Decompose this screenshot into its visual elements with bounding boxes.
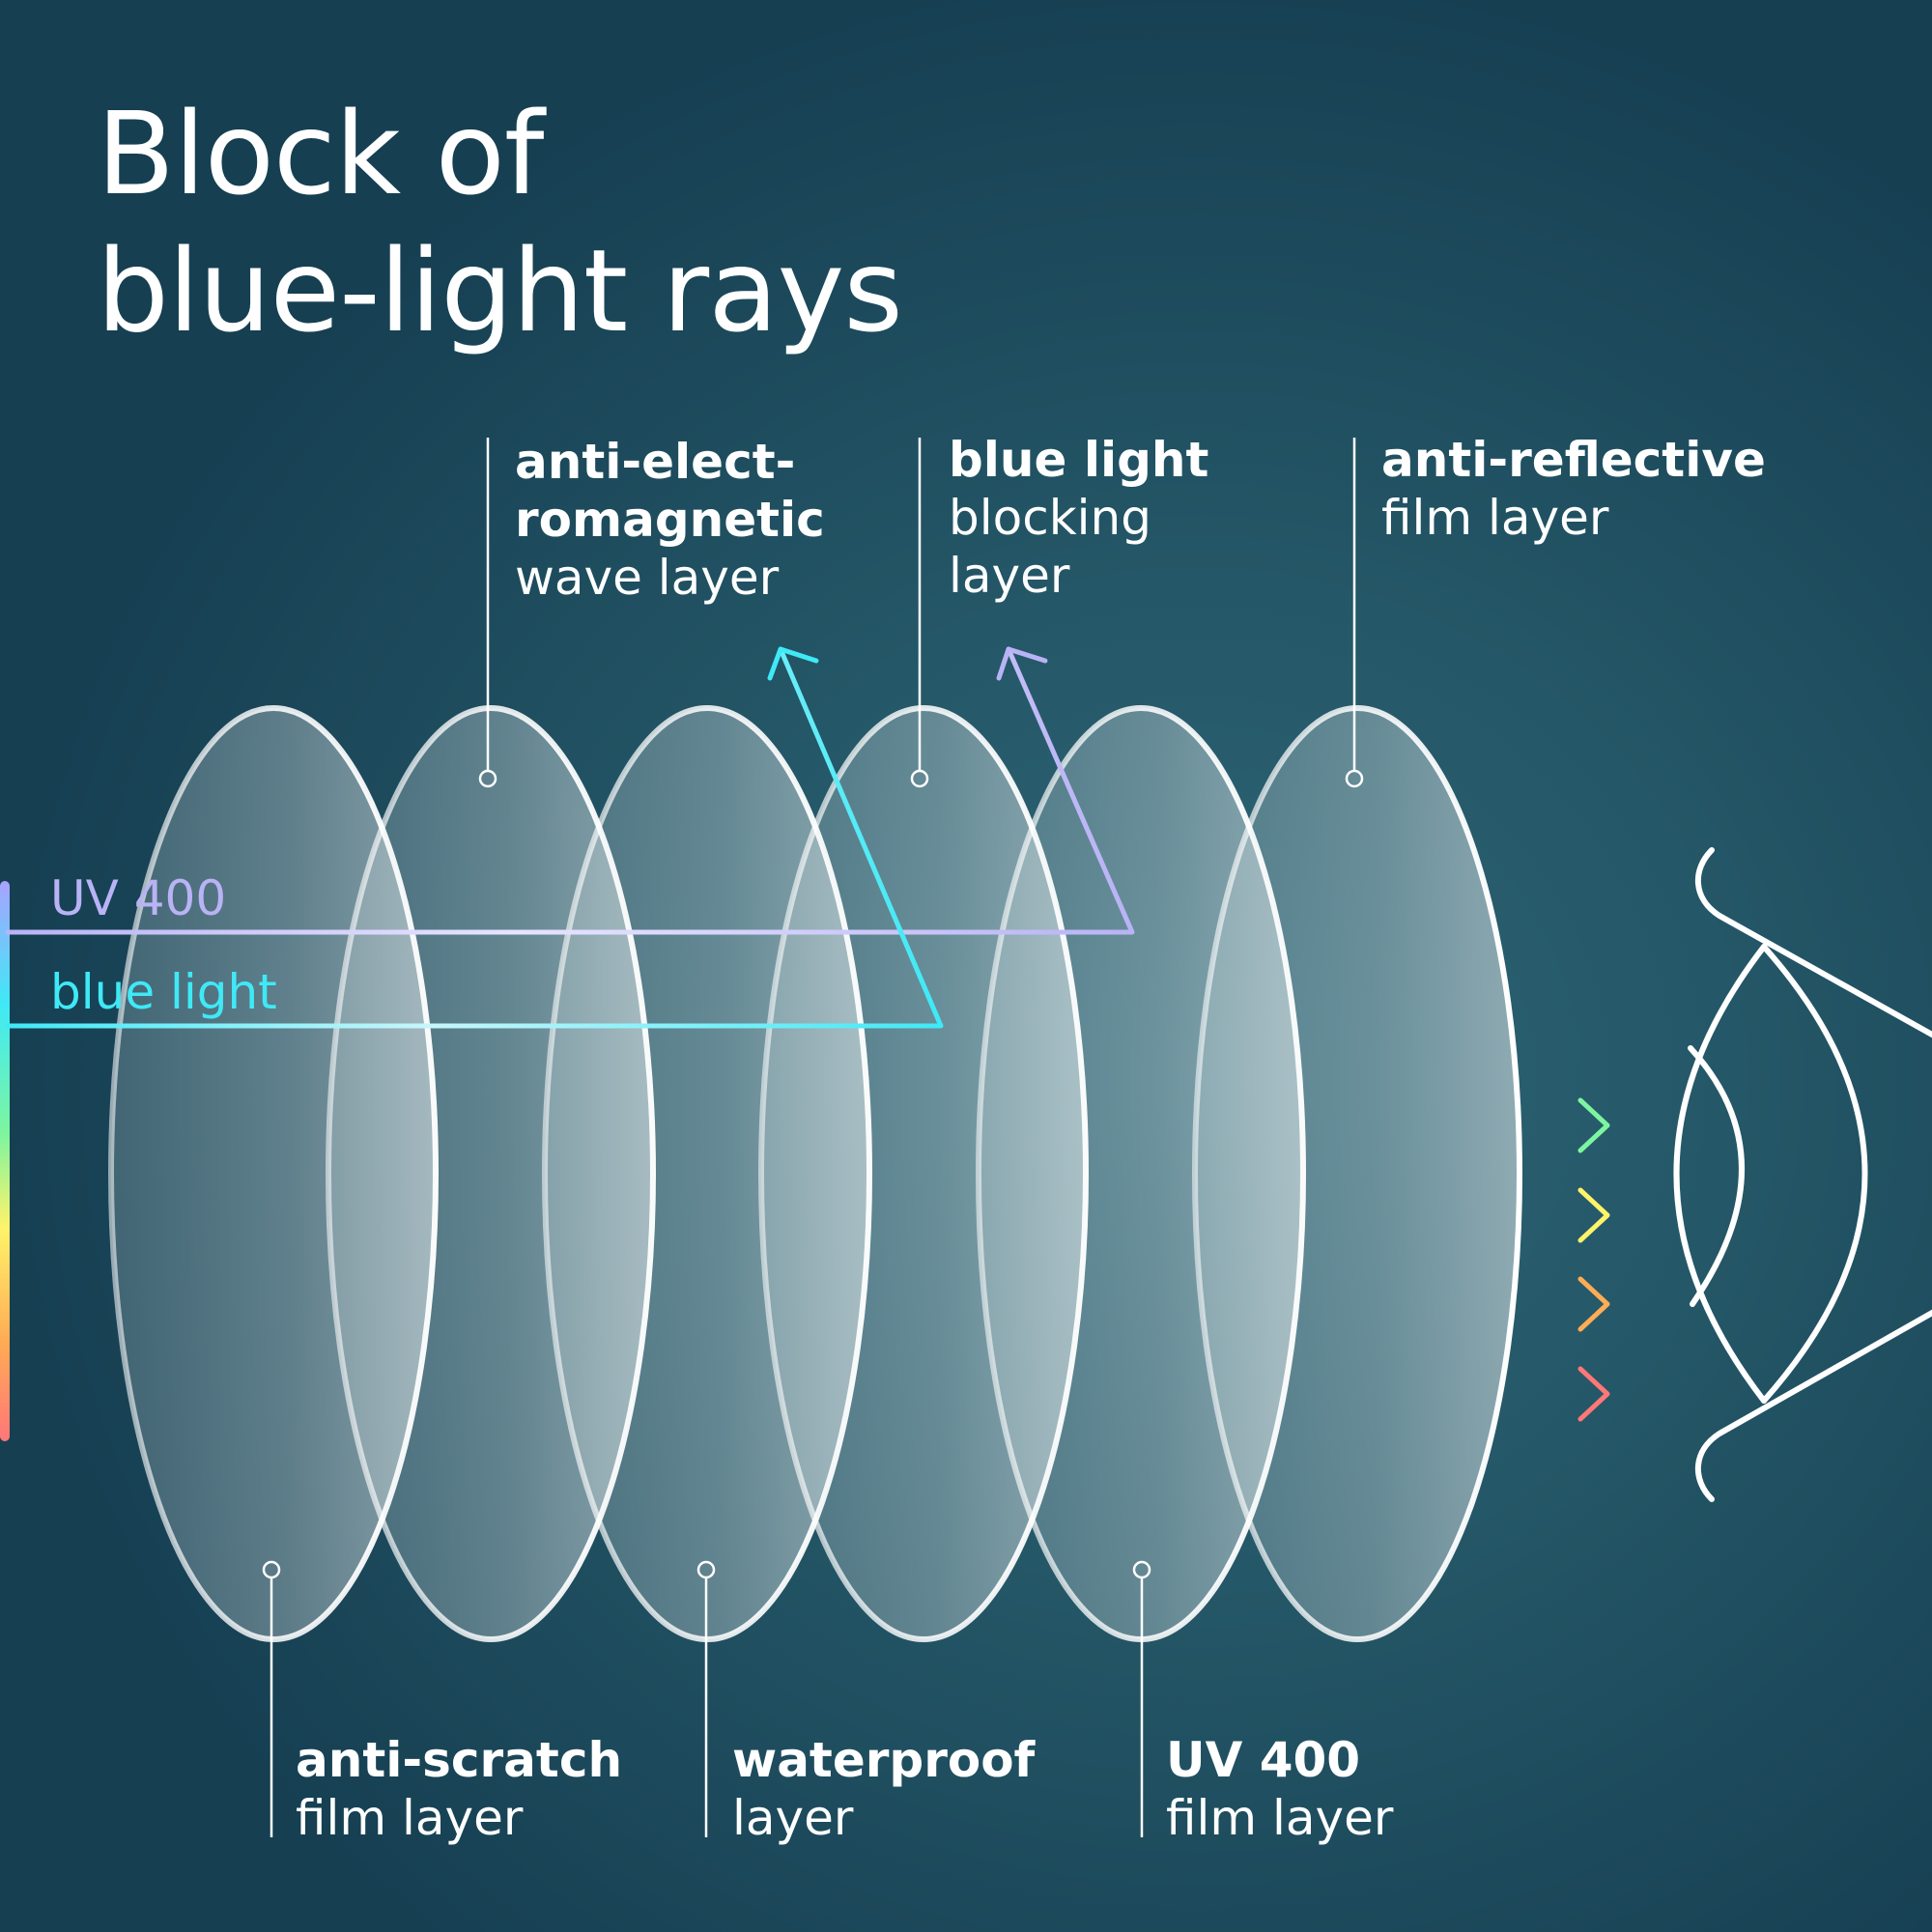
lens-stack bbox=[108, 705, 1522, 1642]
eye-icon bbox=[1673, 847, 1932, 1502]
leader-dot-uv400 bbox=[1132, 1560, 1151, 1579]
label-uv400-film-line1: UV 400 bbox=[1166, 1732, 1361, 1788]
label-uv400-film: UV 400 film layer bbox=[1166, 1731, 1393, 1847]
label-anti-electromagnetic-line2: romagnetic bbox=[515, 492, 825, 548]
arrow-head-uv400 bbox=[996, 646, 1048, 681]
label-anti-electromagnetic-line1: anti-elect- bbox=[515, 434, 796, 490]
leader-dot-anti-scratch bbox=[262, 1560, 281, 1579]
spectrum-bar bbox=[0, 881, 10, 1441]
title-line-1: Block of bbox=[97, 87, 544, 220]
label-waterproof-line2: layer bbox=[732, 1790, 854, 1846]
label-anti-reflective: anti-reflective film layer bbox=[1381, 431, 1766, 547]
arrow-head-blue-light bbox=[767, 646, 819, 681]
arrow-head-red bbox=[1577, 1366, 1610, 1422]
label-blue-light-blocking-line1: blue light bbox=[949, 432, 1209, 488]
lens-anti-reflective bbox=[1192, 705, 1522, 1642]
label-anti-reflective-line1: anti-reflective bbox=[1381, 432, 1766, 488]
title-line-2: blue-light rays bbox=[97, 224, 903, 357]
page-title: Block of blue-light rays bbox=[97, 85, 903, 359]
ray-label-blue-light: blue light bbox=[50, 964, 277, 1020]
ray-uv400-reflected bbox=[5, 646, 1135, 935]
leader-dot-anti-electromagnetic bbox=[478, 769, 497, 788]
arrow-head-green bbox=[1577, 1097, 1610, 1153]
arrow-head-orange bbox=[1577, 1276, 1610, 1332]
eye-inner-curve bbox=[1761, 944, 1868, 1404]
ray-blue-light-reflected bbox=[5, 646, 944, 1029]
leader-dot-waterproof bbox=[696, 1560, 716, 1579]
eye-lens-curve bbox=[1688, 1045, 1745, 1307]
label-anti-electromagnetic: anti-elect- romagnetic wave layer bbox=[515, 433, 825, 607]
arrow-head-yellow bbox=[1577, 1187, 1610, 1243]
callout-leaders bbox=[262, 438, 1364, 1837]
leader-dot-anti-reflective bbox=[1345, 769, 1364, 788]
label-waterproof: waterproof layer bbox=[732, 1731, 1035, 1847]
ray-label-uv400: UV 400 bbox=[50, 870, 227, 926]
label-anti-scratch-line2: film layer bbox=[296, 1790, 524, 1846]
label-blue-light-blocking: blue light blocking layer bbox=[949, 431, 1208, 605]
label-anti-scratch: anti-scratch film layer bbox=[296, 1731, 622, 1847]
label-blue-light-blocking-line2: blocking bbox=[949, 490, 1151, 546]
light-rays bbox=[5, 646, 1610, 1422]
label-anti-electromagnetic-line3: wave layer bbox=[515, 550, 780, 606]
label-anti-reflective-line2: film layer bbox=[1381, 490, 1609, 546]
leader-dot-blue-light-blocking bbox=[910, 769, 929, 788]
label-waterproof-line1: waterproof bbox=[732, 1732, 1036, 1788]
eye-upper-brow bbox=[1695, 847, 1932, 1038]
eye-outer-curve bbox=[1673, 944, 1767, 1404]
label-blue-light-blocking-line3: layer bbox=[949, 548, 1070, 604]
label-uv400-film-line2: film layer bbox=[1166, 1790, 1394, 1846]
label-anti-scratch-line1: anti-scratch bbox=[296, 1732, 623, 1788]
eye-lower-brow bbox=[1695, 1309, 1932, 1502]
